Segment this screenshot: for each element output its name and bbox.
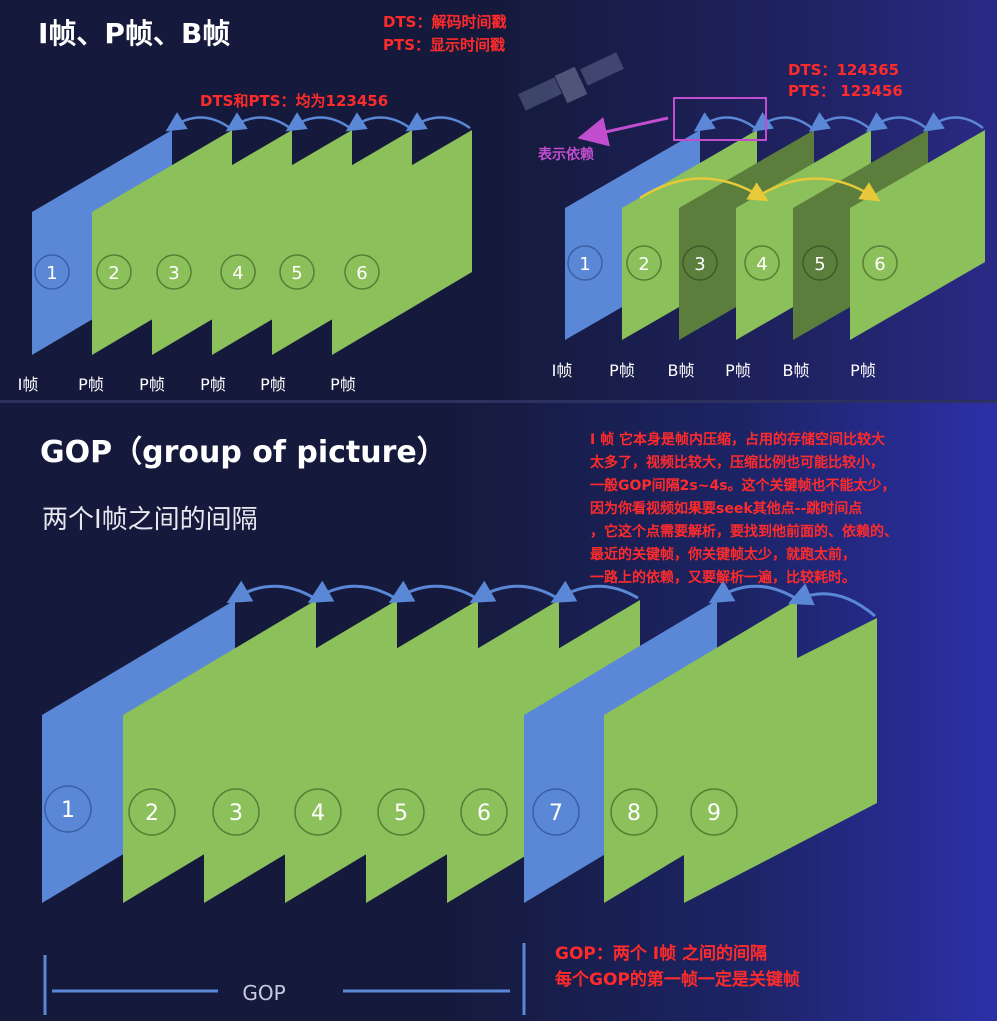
- left-frame-num: 4: [232, 263, 243, 284]
- gop-arc: [226, 580, 315, 604]
- dependency-pointer-arrow: [577, 116, 669, 147]
- gop-frame-num: 2: [145, 801, 159, 826]
- left-arc-3: [285, 112, 351, 132]
- note-line: 太多了，视频比较大，压缩比例也可能比较小，: [590, 455, 884, 471]
- gop-subtitle: 两个I帧之间的间隔: [42, 505, 258, 535]
- right-arc-5: [922, 112, 984, 132]
- gop-frame-num: 7: [549, 801, 563, 826]
- left-arc-5: [405, 112, 471, 132]
- b-frame-arc-1: [639, 177, 769, 202]
- right-arc-2: [751, 112, 813, 132]
- note-line: 一路上的依赖，又要解析一遍，比较耗时。: [590, 570, 856, 586]
- gop-arc: [550, 580, 639, 604]
- left-arc-1: [165, 112, 231, 132]
- right-arc-3: [808, 112, 870, 132]
- right-frame-group: 1 2 3 4 5 6 I帧 P帧 B帧 P帧 B帧 P帧: [552, 97, 985, 380]
- gop-frame-num: 5: [394, 801, 408, 826]
- right-frame-6: [850, 130, 985, 340]
- left-frame-6: [332, 130, 472, 355]
- gop-first-frame-note: 每个GOP的第一帧一定是关键帧: [555, 970, 800, 990]
- dts-value: DTS：124365: [788, 61, 900, 79]
- gop-frame-num: 1: [61, 798, 75, 823]
- right-frame-num: 4: [756, 254, 767, 275]
- left-arc-4: [345, 112, 411, 132]
- left-frame-num: 3: [168, 263, 179, 284]
- left-frame-type: P帧: [200, 375, 226, 394]
- left-frame-type: P帧: [78, 375, 104, 394]
- left-frame-type: P帧: [260, 375, 286, 394]
- gop-bracket-label: GOP: [242, 981, 285, 1005]
- right-frame-num: 2: [638, 254, 649, 275]
- left-frame-group: 1 2 3 4 5 6 I帧 P帧 P帧 P帧 P帧 P帧: [18, 112, 472, 394]
- legend-pts: PTS：显示时间戳: [383, 36, 506, 54]
- frame-types-title: I帧、P帧、B帧: [38, 17, 231, 50]
- note-line: 一般GOP间隔2s~4s。这个关键帧也不能太少，: [590, 478, 896, 494]
- panel-divider: [0, 400, 997, 403]
- right-frame-num: 5: [814, 254, 825, 275]
- satellite-decoration: [518, 52, 624, 111]
- right-frame-num: 1: [579, 254, 590, 275]
- right-arc-4: [865, 112, 927, 132]
- gop-frame-num: 4: [311, 801, 325, 826]
- left-frame-num: 6: [356, 263, 367, 284]
- gop-arc: [388, 580, 477, 604]
- frame-types-diagram: 1 2 3 4 5 6 I帧 P帧 P帧 P帧 P帧 P帧: [18, 52, 985, 394]
- gop-frame-num: 8: [627, 801, 641, 826]
- note-line: I 帧 它本身是帧内压缩，占用的存储空间比较大: [590, 432, 885, 448]
- left-frame-num: 5: [291, 263, 302, 284]
- legend-dts: DTS：解码时间戳: [383, 13, 507, 31]
- note-line: 最近的关键帧，你关键帧太少，就跑太前，: [590, 547, 856, 563]
- left-frame-type: P帧: [139, 375, 165, 394]
- right-arc-1: [693, 112, 756, 132]
- gop-frame-9: [684, 618, 877, 903]
- gop-arc: [787, 583, 876, 618]
- b-frame-arc-2: [754, 177, 881, 202]
- dts-pts-note: DTS和PTS：均为123456: [200, 92, 389, 110]
- gop-arc: [469, 580, 558, 604]
- pts-value: PTS： 123456: [788, 82, 903, 100]
- note-line: ，它这个点需要解析，要找到他前面的、依赖的、: [590, 524, 898, 540]
- left-frame-num: 1: [46, 263, 57, 284]
- gop-arc: [307, 580, 396, 604]
- gop-panel: 1 2 3 4 5 6 7 8 9 GOP GOP（group of pictu…: [0, 403, 997, 1021]
- right-frame-type: P帧: [609, 361, 635, 380]
- gop-title: GOP（group of picture）: [40, 435, 447, 470]
- right-frame-num: 6: [874, 254, 885, 275]
- gop-frame-num: 9: [707, 801, 721, 826]
- dependency-highlight-box: [673, 97, 767, 141]
- right-frame-type: I帧: [552, 361, 573, 380]
- gop-definition: GOP：两个 I帧 之间的间隔: [555, 944, 768, 964]
- left-frame-num: 2: [108, 263, 119, 284]
- right-frame-num: 3: [694, 254, 705, 275]
- right-frame-type: P帧: [850, 361, 876, 380]
- dependency-label: 表示依赖: [538, 147, 594, 163]
- gop-frame-num: 3: [229, 801, 243, 826]
- gop-arc: [708, 580, 796, 604]
- right-frame-type: P帧: [725, 361, 751, 380]
- right-frame-type: B帧: [668, 361, 695, 380]
- left-frame-type: I帧: [18, 375, 39, 394]
- frame-types-panel: 1 2 3 4 5 6 I帧 P帧 P帧 P帧 P帧 P帧: [0, 0, 997, 400]
- gop-frame-num: 6: [477, 801, 491, 826]
- iframe-explanation-note: I 帧 它本身是帧内压缩，占用的存储空间比较大 太多了，视频比较大，压缩比例也可…: [590, 429, 990, 590]
- right-frame-type: B帧: [783, 361, 810, 380]
- note-line: 因为你看视频如果要seek其他点--跳时间点: [590, 501, 863, 517]
- left-frame-type: P帧: [330, 375, 356, 394]
- gop-diagram: 1 2 3 4 5 6 7 8 9 GOP: [42, 580, 877, 1015]
- left-arc-2: [225, 112, 291, 132]
